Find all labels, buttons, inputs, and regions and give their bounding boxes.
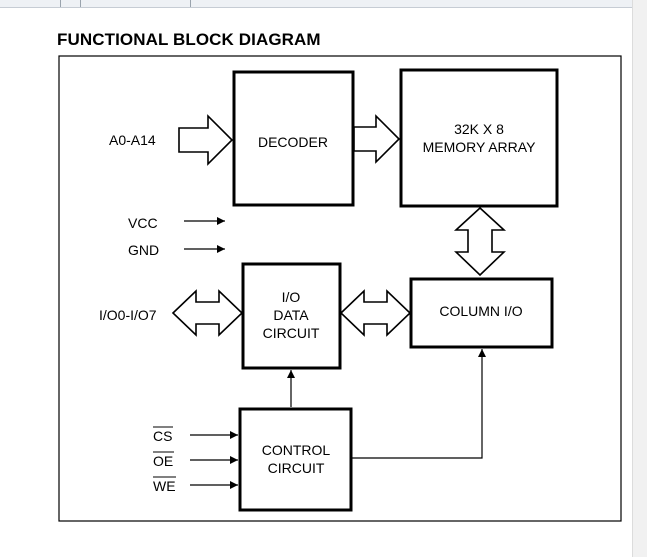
io-bus-label: I/O0-I/O7 [99, 307, 157, 323]
chip-select-label: CS [153, 428, 172, 444]
memory-array-block [399, 68, 559, 208]
decoder-to-memory-arrow [353, 114, 401, 164]
io-bus-bidirectional-arrow [171, 289, 244, 337]
address-bus-label: A0-A14 [109, 132, 156, 148]
control-circuit-label-line1: CONTROL [262, 442, 331, 458]
decoder-block [232, 70, 355, 207]
control-circuit-label-line2: CIRCUIT [268, 460, 325, 476]
output-enable-label: OE [153, 453, 173, 469]
gnd-label: GND [128, 242, 159, 258]
block-diagram: DECODER 32K X 8 MEMORY ARRAY I/O DATA CI… [58, 55, 622, 522]
vcc-label: VCC [128, 215, 158, 231]
control-circuit-block [238, 407, 353, 512]
io-data-label-line2: DATA [273, 307, 309, 323]
io-data-label-line1: I/O [282, 289, 301, 305]
column-io-label: COLUMN I/O [439, 303, 522, 319]
write-enable-label: WE [153, 478, 176, 494]
address-bus-arrow [178, 114, 234, 166]
control-to-column-arrow [352, 349, 486, 459]
io-data-circuit-block [241, 262, 342, 370]
diagram-title: FUNCTIONAL BLOCK DIAGRAM [57, 30, 321, 49]
diagram-frame [58, 55, 622, 522]
viewer-toolbar-strip [0, 0, 647, 8]
memory-array-label-line2: MEMORY ARRAY [423, 139, 536, 155]
memory-column-bidirectional-arrow [453, 206, 507, 277]
io-data-label-line3: CIRCUIT [263, 325, 320, 341]
memory-array-label-line1: 32K X 8 [454, 121, 504, 137]
decoder-label: DECODER [258, 134, 328, 150]
io-data-column-bidirectional-arrow [339, 289, 412, 337]
vertical-scrollbar[interactable] [632, 0, 647, 557]
